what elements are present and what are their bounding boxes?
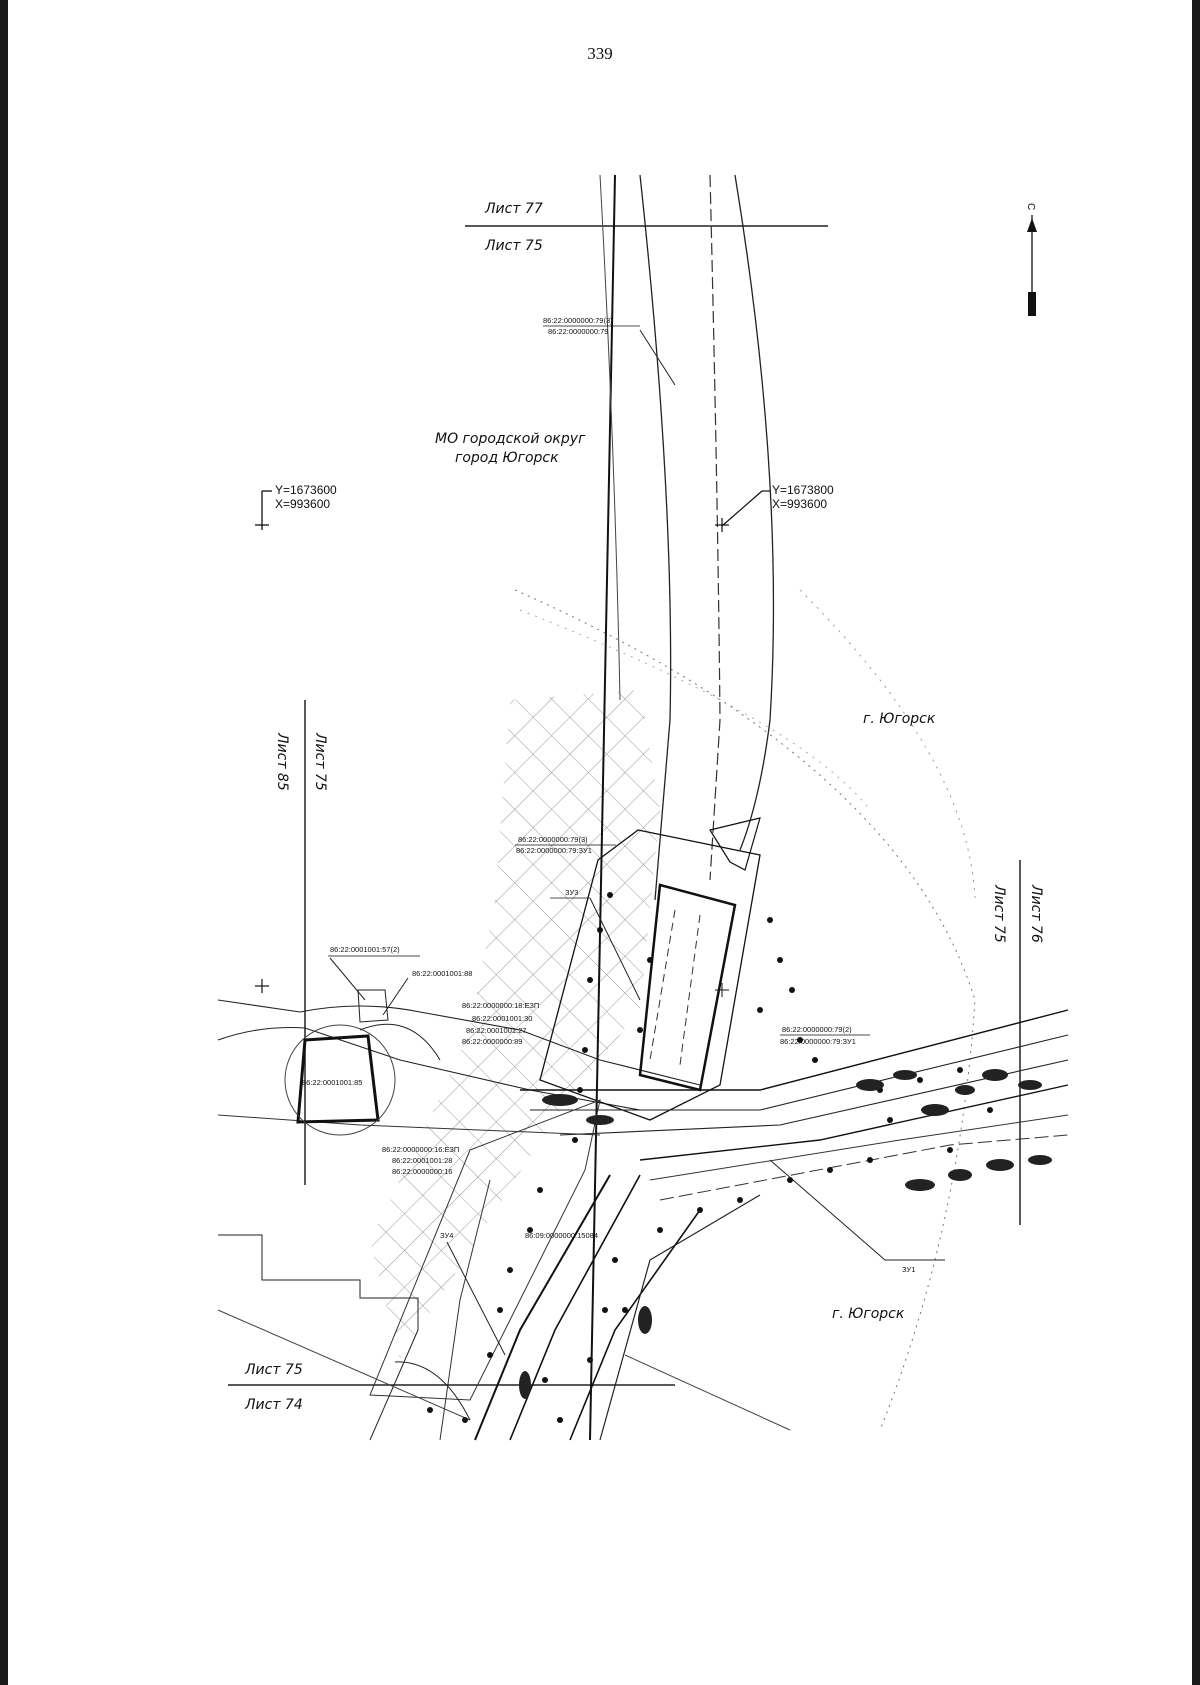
coord-left-x: X=993600 (275, 497, 330, 511)
road-boundary-inner (599, 174, 621, 701)
road-boundary-dashed (709, 174, 721, 881)
parcel-label-zu3: ЗУ3 (565, 888, 578, 897)
leader-zu3 (589, 897, 641, 1001)
road-boundary-left (639, 174, 672, 901)
parcel-label-p4: 86:22:0001001:88 (412, 969, 472, 978)
north-arrow-label: С (1025, 203, 1036, 210)
parcel-label-p8-2: 86:22:0001001:28 (392, 1156, 452, 1165)
municipality-label-line1: МО городской округ (435, 431, 586, 447)
parcel-label-p7-upper: 86:22:0000000:79(2) (782, 1025, 852, 1034)
leader-p3 (329, 957, 366, 1001)
south-parcel (369, 1099, 601, 1401)
south-curve (394, 1361, 471, 1421)
west-road-bottom (217, 1114, 601, 1136)
west-road-lower (217, 1026, 641, 1111)
highway-edge-3 (559, 1059, 1069, 1136)
south-road-2 (509, 1174, 641, 1441)
sheet-label-left-inner: Лист 75 (312, 732, 328, 791)
leader-zu4 (446, 1241, 506, 1356)
municipality-label-line2: город Югорск (455, 450, 559, 466)
coord-right-x: X=993600 (772, 497, 827, 511)
north-arrow: С (1025, 203, 1037, 316)
leader-line-top (639, 329, 676, 386)
parcel-label-p6: 86:22:0001001:85 (302, 1078, 362, 1087)
scan-edge-right (1192, 0, 1200, 1685)
west-circle (284, 1024, 396, 1136)
sheet-label-left-outer: Лист 85 (274, 732, 290, 791)
building-inner-dashed (649, 909, 701, 1066)
parcel-label-p9: 86:09:0000000:15084 (525, 1231, 598, 1240)
coord-left-y: Y=1673600 (275, 483, 337, 497)
south-road-1 (474, 1174, 611, 1441)
leader-zu1 (769, 1159, 886, 1261)
sheet-label-bottom-upper: Лист 75 (244, 1362, 303, 1378)
leader-p4 (382, 977, 409, 1016)
construction-plot (539, 829, 761, 1121)
south-road-3 (569, 1209, 701, 1441)
diagonal-boundary-sw (217, 1309, 471, 1421)
highway-edge-6 (659, 1134, 1069, 1201)
parcel-label-p2-upper: 86:22:0000000:79(3) (518, 835, 588, 844)
vegetation-cluster (519, 1069, 1052, 1399)
cross-marker (255, 979, 729, 997)
page-number: 339 (587, 44, 613, 63)
parcel-label-p1-lower: 86:22:0000000:79 (548, 327, 608, 336)
highway-edge-1 (520, 1009, 1069, 1091)
building-outline (638, 883, 737, 1092)
scan-edge-left (0, 0, 8, 1685)
survey-points (427, 892, 993, 1423)
west-bend (359, 1023, 441, 1061)
municipal-boundary-arc (514, 589, 976, 1431)
diagonal-boundary-se (624, 1354, 791, 1431)
small-parcel (357, 989, 389, 1023)
south-road-4 (599, 1194, 761, 1441)
stepped-boundary (218, 1234, 419, 1441)
coord-marker-left (255, 490, 272, 530)
west-road-upper (217, 999, 701, 1086)
entrance-marker (709, 817, 761, 871)
parcel-label-zu4: ЗУ4 (440, 1231, 453, 1240)
municipal-boundary-arc-2 (799, 589, 976, 901)
sheet-label-bottom-lower: Лист 74 (244, 1397, 303, 1413)
parcel-label-zu1: ЗУ1 (902, 1265, 915, 1274)
parcel-label-p5-3: 86:22:0001001:27 (466, 1026, 526, 1035)
coord-right-y: Y=1673800 (772, 483, 834, 497)
highway-edge-4 (639, 1084, 1069, 1161)
sheet-label-top-lower: Лист 75 (484, 238, 543, 254)
south-road-5 (439, 1179, 491, 1441)
parcel-label-p2-lower: 86:22:0000000:79:ЗУ1 (516, 846, 592, 855)
parcel-label-p5-4: 86:22:0000000:89 (462, 1037, 522, 1046)
city-label-upper: г. Югорск (863, 711, 936, 727)
parcel-label-p5-1: 86:22:0000000:18:ЕЗП (462, 1001, 539, 1010)
parcel-label-p8-3: 86:22:0000000:16 (392, 1167, 452, 1176)
hatched-zone (370, 690, 660, 1360)
parcel-label-p7-lower: 86:22:0000000:79:ЗУ1 (780, 1037, 856, 1046)
sheet-label-top-upper: Лист 77 (484, 201, 543, 217)
coord-marker-right (715, 490, 770, 532)
parcel-label-p3: 86:22:0001001:57(2) (330, 945, 400, 954)
highway-edge-5 (649, 1114, 1069, 1181)
sheet-label-right-inner: Лист 75 (991, 884, 1007, 943)
parcel-label-p8-1: 86:22:0000000:16:ЕЗП (382, 1145, 459, 1154)
parcel-label-p1-upper: 86:22:0000000:79(3) (543, 316, 613, 325)
sheet-label-right-outer: Лист 76 (1028, 884, 1044, 943)
road-boundary-right (734, 174, 775, 851)
road-boundary-outer-left (589, 174, 616, 1441)
highway-edge-2 (530, 1034, 1069, 1111)
parcel-label-p5-2: 86:22:0001001:30 (472, 1014, 532, 1023)
city-label-lower: г. Югорск (832, 1306, 905, 1322)
